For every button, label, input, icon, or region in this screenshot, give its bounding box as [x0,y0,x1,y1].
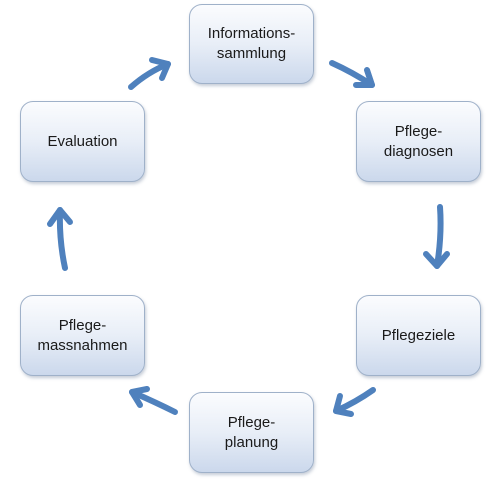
node-label-pflegemassnahmen: Pflege- massnahmen [37,316,128,354]
node-pflegediagnosen: Pflege- diagnosen [356,101,481,182]
arrow-evaluation-to-informationssammlung [128,57,171,90]
node-evaluation: Evaluation [20,101,145,182]
arrow-pflegeziele-to-pflegeplanung [333,387,376,417]
arrow-pflegemassnahmen-to-evaluation [47,207,73,271]
node-pflegeziele: Pflegeziele [356,295,481,376]
arrow-informationssammlung-to-pflegediagnosen [329,60,375,88]
node-label-pflegeziele: Pflegeziele [381,326,456,344]
node-label-pflegediagnosen: Pflege- diagnosen [383,122,454,160]
node-pflegeplanung: Pflege- planung [189,392,314,473]
node-label-pflegeplanung: Pflege- planung [224,413,279,451]
node-pflegemassnahmen: Pflege- massnahmen [20,295,145,376]
node-label-evaluation: Evaluation [47,132,118,150]
node-label-informationssammlung: Informations- sammlung [207,25,296,62]
arrow-pflegeplanung-to-pflegemassnahmen [129,386,178,415]
arrow-pflegediagnosen-to-pflegeziele [423,204,450,269]
node-informationssammlung: Informations- sammlung [189,4,314,84]
